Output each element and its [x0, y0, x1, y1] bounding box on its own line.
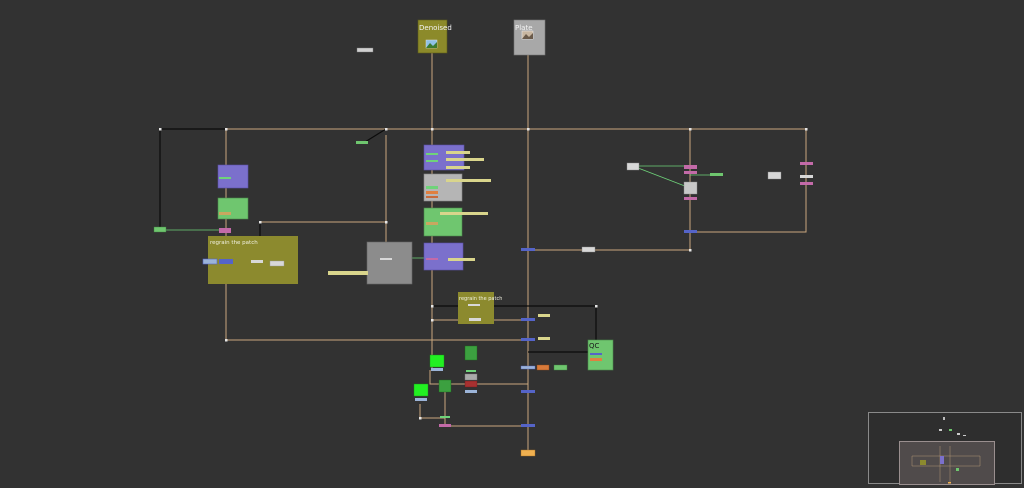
node-green-right[interactable] [710, 173, 723, 176]
constant-node-2-bar [415, 398, 427, 401]
minimap-outside-nodes [939, 417, 966, 436]
node-blue-grain-1[interactable] [202, 258, 218, 265]
node-blue-plate-5[interactable] [521, 390, 535, 393]
backdrop-regrain-left-label: regrain the patch [210, 240, 258, 246]
node-blue-plate-1[interactable] [521, 248, 535, 251]
label-bar-1[interactable] [446, 151, 470, 154]
node-white-grain-2[interactable] [269, 260, 285, 267]
node-white-regrain[interactable] [469, 318, 481, 321]
backdrop-regrain-center-label: regrain the patch [459, 296, 502, 302]
node-blue-stack[interactable] [465, 390, 477, 393]
node-pink-right-1[interactable] [684, 165, 697, 169]
label-bar-2[interactable] [446, 158, 484, 161]
constant-node-2[interactable] [413, 383, 429, 397]
write-output-icon[interactable] [520, 449, 536, 457]
node-red-stack[interactable] [464, 380, 478, 388]
grade-node-left-bar [219, 212, 231, 215]
constant-node-1[interactable] [429, 354, 445, 368]
node-white-mid[interactable] [581, 246, 596, 253]
merge-node-left-bar [219, 177, 231, 179]
node-blue-plate-2[interactable] [521, 318, 535, 321]
merge-node-center-1-bar-b [426, 160, 438, 162]
dot-node-pink-left[interactable] [219, 228, 231, 233]
read-node-denoised[interactable]: Denoised [417, 19, 452, 54]
merge-node-left[interactable] [217, 164, 249, 189]
landscape-thumbnail-icon [425, 39, 438, 49]
label-bar-plate-1[interactable] [538, 314, 550, 317]
label-bar-5[interactable] [440, 212, 488, 215]
qc-node-bar-a [590, 353, 602, 355]
qc-node[interactable]: QC [587, 339, 614, 371]
grade-node-center-bar [426, 222, 438, 225]
green-node-top[interactable] [356, 141, 368, 144]
pipes-main [225, 50, 807, 452]
gray-node-center[interactable] [366, 241, 413, 285]
qc-node-bar-b [590, 358, 602, 361]
node-white-right-2[interactable] [767, 171, 782, 180]
roto-node-1-bar [466, 370, 476, 372]
node-white-grain-1[interactable] [251, 260, 263, 263]
landscape-thumbnail-icon [521, 30, 534, 40]
node-gray-right-stack[interactable] [683, 181, 698, 195]
read-node-plate-label: Plate [515, 24, 533, 32]
node-blue-plate-6[interactable] [521, 424, 535, 427]
node-gray-stack[interactable] [464, 373, 478, 381]
roto-node-1[interactable] [464, 345, 478, 361]
node-pink-right-3[interactable] [684, 197, 697, 200]
qc-node-label: QC [589, 342, 600, 350]
node-white-regrain-2[interactable] [468, 304, 480, 306]
node-green-check[interactable] [553, 364, 568, 371]
label-bar-3[interactable] [446, 166, 470, 169]
node-white-far-right[interactable] [800, 175, 813, 178]
label-bar-center-left[interactable] [328, 271, 368, 275]
pipe-dots [159, 128, 808, 420]
node-blue-right[interactable] [684, 230, 697, 233]
read-node-denoised-label: Denoised [419, 24, 452, 32]
gray-node-center-2-bar-b [426, 191, 438, 194]
node-pink-bottom[interactable] [439, 424, 451, 427]
minimap-viewport[interactable] [899, 441, 995, 485]
gray-node-center-2-bar-a [426, 186, 438, 189]
node-blue-grain-2[interactable] [219, 259, 233, 264]
merge-node-center-2-bar [426, 258, 438, 260]
merge-node-center-1-bar-a [426, 153, 438, 155]
gray-node-center-2-bar-c [426, 196, 438, 198]
minimap-preview [911, 446, 981, 484]
green-node-left[interactable] [153, 226, 167, 233]
grade-node-left[interactable] [217, 197, 249, 220]
merge-node-center-2[interactable] [423, 242, 464, 271]
merge-node-center-1[interactable] [423, 144, 465, 171]
node-blue-plate-3[interactable] [521, 338, 535, 341]
sticky-node[interactable] [356, 47, 374, 53]
read-node-plate[interactable]: Plate [513, 19, 546, 56]
label-bar-4[interactable] [446, 179, 491, 182]
constant-node-1-bar [431, 368, 443, 371]
roto-node-2[interactable] [438, 379, 452, 393]
node-orange-1[interactable] [536, 364, 550, 371]
graph-minimap[interactable] [868, 412, 1022, 485]
label-bar-6[interactable] [448, 258, 475, 261]
node-blue-plate-4[interactable] [520, 365, 536, 370]
node-white-right-1[interactable] [626, 162, 640, 171]
node-pink-far-right-1[interactable] [800, 162, 813, 165]
gray-node-center-bar [380, 258, 392, 260]
node-pink-right-2[interactable] [684, 171, 697, 174]
roto-node-2-bar [440, 416, 450, 418]
node-pink-far-right-2[interactable] [800, 182, 813, 185]
label-bar-plate-2[interactable] [538, 337, 550, 340]
